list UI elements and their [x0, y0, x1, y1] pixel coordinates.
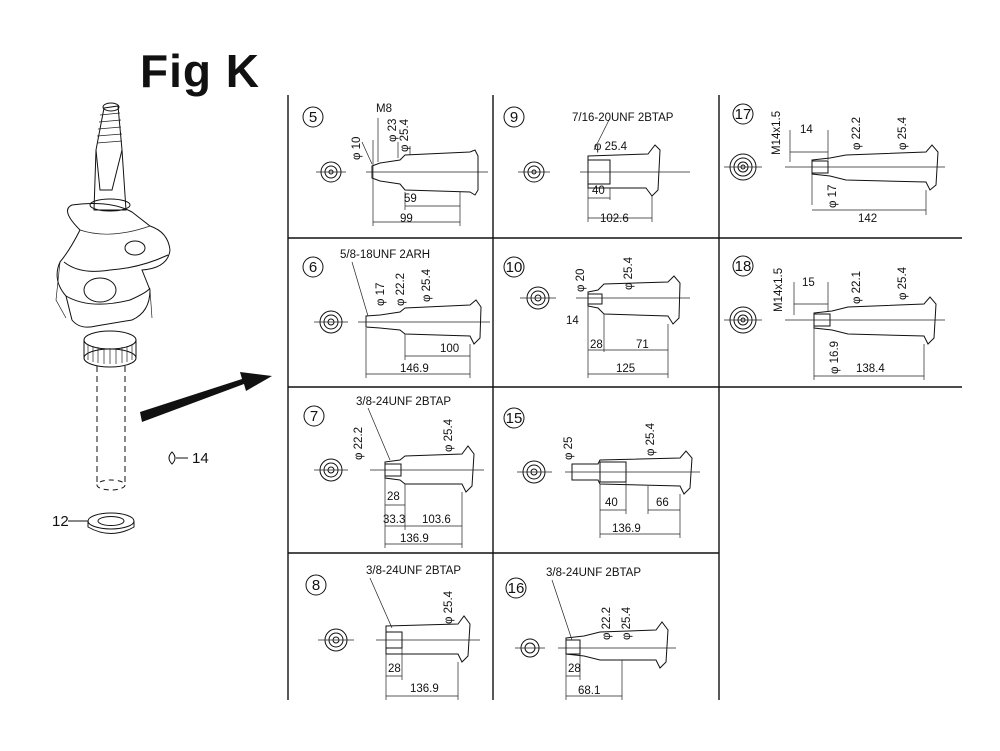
cell-5: 5 M8 φ 10 φ 23 φ 25.4 59 99: [302, 103, 488, 226]
cell-6-dia-3: φ 25.4: [421, 268, 433, 302]
cell-18-spec: M14x1.5: [773, 268, 785, 312]
cell-7-len-3: 103.6: [422, 514, 451, 526]
cell-5-dia-2: φ 23: [387, 119, 399, 142]
cell-15-len-1: 40: [605, 497, 618, 509]
cell-15-dia-2: φ 25.4: [645, 422, 657, 456]
cell-6: 6 5/8-18UNF 2ARH φ 17 φ 22.2 φ 25.4 100 …: [302, 249, 490, 378]
cell-18: 18 M14x1.5 15 φ 16.9 φ 22.1 φ 25.4 138.4: [724, 255, 945, 380]
cell-7-len-2: 33.3: [383, 514, 405, 526]
cell-9-len-2: 102.6: [600, 213, 629, 225]
cell-9: 9 7/16-20UNF 2BTAP φ 25.4 40 102.6: [503, 106, 690, 225]
cell-8-number: 8: [312, 577, 320, 594]
cell-10-len-4: 125: [616, 363, 635, 375]
cell-7-dia-1: φ 22.2: [353, 427, 365, 460]
cell-17-spec: M14x1.5: [771, 111, 783, 155]
cell-9-spec: 7/16-20UNF 2BTAP: [572, 112, 674, 124]
cell-17-dia-2: φ 22.2: [851, 117, 863, 150]
cell-5-spec: M8: [376, 103, 392, 115]
cell-8-len-1: 28: [388, 663, 401, 675]
cell-18-dia-2: φ 22.1: [851, 271, 863, 304]
cell-6-len-1: 100: [440, 343, 459, 355]
cell-8-spec: 3/8-24UNF 2BTAP: [366, 565, 461, 577]
cell-6-number: 6: [309, 259, 317, 276]
cell-15-number: 15: [506, 410, 523, 427]
callout-14: 14: [192, 450, 209, 467]
crankshaft-overview: [55, 102, 272, 534]
cell-10-len-1: 14: [566, 315, 579, 327]
cell-16-number: 16: [508, 580, 525, 597]
cell-10-len-3: 71: [636, 339, 649, 351]
cell-5-dia-1: φ 10: [351, 137, 363, 160]
cell-10-dia-1: φ 20: [575, 269, 587, 292]
cell-9-number: 9: [510, 109, 518, 126]
figure-title: Fig K: [140, 45, 260, 97]
cell-17-len-1: 14: [800, 124, 813, 136]
cell-16-dia-1: φ 22.2: [601, 607, 613, 640]
cell-8-len-2: 136.9: [410, 683, 439, 695]
cell-17-dia-3: φ 25.4: [897, 116, 909, 150]
cell-5-dia-3: φ 25.4: [399, 118, 411, 152]
cell-15-dia-1: φ 25: [563, 437, 575, 460]
cell-16-len-1: 28: [568, 663, 581, 675]
cell-10-number: 10: [506, 259, 523, 276]
cell-10-len-2: 28: [590, 339, 603, 351]
cell-6-len-2: 146.9: [400, 363, 429, 375]
cell-8: 8 3/8-24UNF 2BTAP φ 25.4 28 136.9: [305, 565, 480, 700]
cell-16: 16 3/8-24UNF 2BTAP φ 22.2 φ 25.4 28 68.1: [505, 567, 676, 700]
cell-16-dia-2: φ 25.4: [621, 606, 633, 640]
cell-5-len-2: 99: [400, 213, 413, 225]
cell-5-number: 5: [309, 109, 317, 126]
parts-grid: [287, 95, 962, 700]
cell-15: 15 φ 25 φ 25.4 40 66 136.9: [503, 407, 700, 538]
cell-7-len-4: 136.9: [400, 533, 429, 545]
cell-16-spec: 3/8-24UNF 2BTAP: [546, 567, 641, 579]
cell-18-len-2: 138.4: [856, 363, 885, 375]
cell-7-dia-2: φ 25.4: [443, 418, 455, 452]
cell-7-spec: 3/8-24UNF 2BTAP: [356, 396, 451, 408]
cell-18-dia-1: φ 16.9: [829, 341, 841, 374]
cell-5-len-1: 59: [404, 193, 417, 205]
cell-10-dia-2: φ 25.4: [623, 256, 635, 290]
cell-18-len-1: 15: [802, 277, 815, 289]
cell-10: 10 φ 20 φ 25.4 14 28 71 125: [503, 256, 690, 378]
cell-17-len-2: 142: [858, 213, 877, 225]
cell-15-len-3: 136.9: [612, 523, 641, 535]
cell-9-dia-1: φ 25.4: [594, 141, 628, 153]
cell-6-dia-1: φ 17: [375, 283, 387, 306]
cell-17-dia-1: φ 17: [827, 185, 839, 208]
cell-7-number: 7: [310, 408, 318, 425]
cell-15-len-2: 66: [656, 497, 669, 509]
cell-16-len-2: 68.1: [578, 685, 600, 697]
cell-7: 7 3/8-24UNF 2BTAP φ 22.2 φ 25.4 28 33.3 …: [303, 396, 484, 548]
cell-7-len-1: 28: [387, 491, 400, 503]
cell-18-dia-3: φ 25.4: [897, 266, 909, 300]
cell-17-number: 17: [735, 106, 752, 123]
callout-12: 12: [52, 513, 69, 530]
cell-18-number: 18: [735, 258, 752, 275]
cell-8-dia-1: φ 25.4: [443, 590, 455, 624]
cell-9-len-1: 40: [592, 185, 605, 197]
cell-17: 17 M14x1.5 14 φ 17 φ 22.2 φ 25.4 142: [724, 103, 945, 225]
cell-6-dia-2: φ 22.2: [395, 273, 407, 306]
cell-6-spec: 5/8-18UNF 2ARH: [340, 249, 430, 261]
